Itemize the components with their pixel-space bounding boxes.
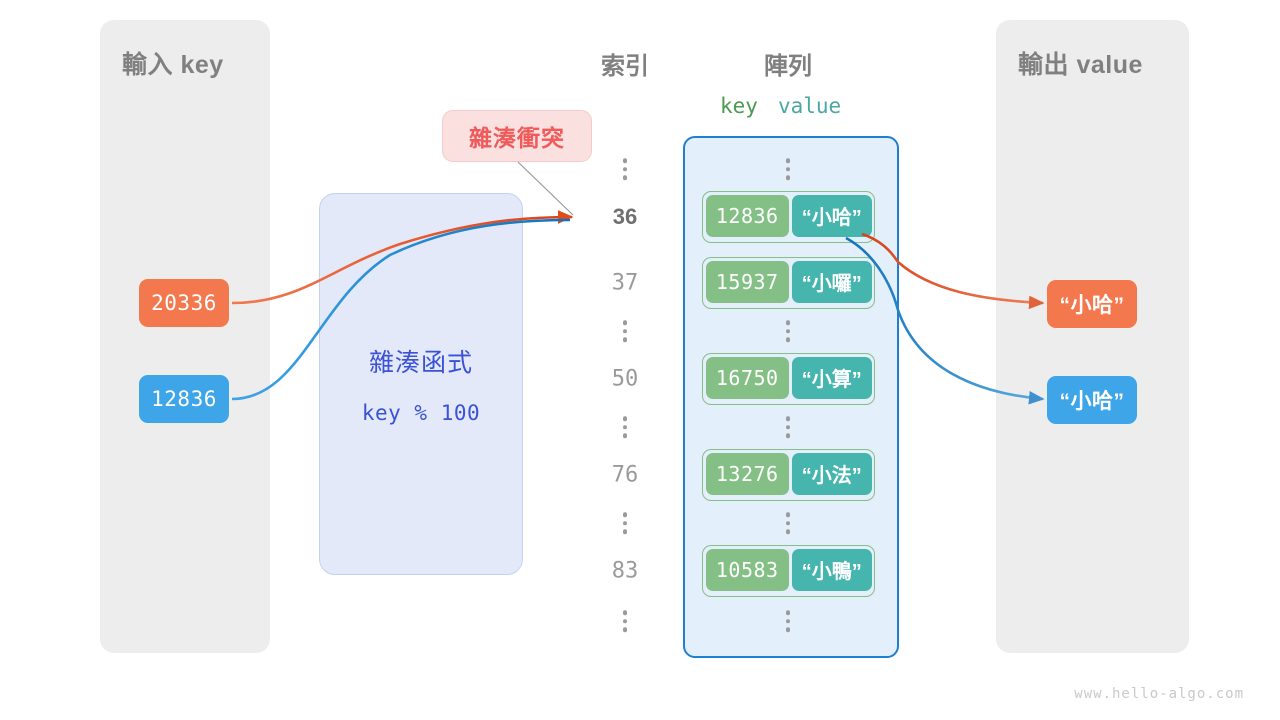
bucket-key-cell: 16750 xyxy=(705,356,789,399)
collision-label: 雜湊衝突 xyxy=(469,125,565,151)
bucket-value-cell: “小算” xyxy=(791,356,872,399)
array-ellipsis xyxy=(753,158,823,180)
array-bucket: 15937“小囉” xyxy=(702,257,875,309)
bucket-value-cell: “小鴨” xyxy=(791,548,872,591)
output-panel-title: 輸出 value xyxy=(1018,51,1143,79)
index-column-heading: 索引 xyxy=(601,53,649,80)
output-panel xyxy=(996,20,1189,653)
index-label-83: 83 xyxy=(611,558,639,584)
bucket-value-cell: “小囉” xyxy=(791,260,872,303)
bucket-key-cell: 10583 xyxy=(705,548,789,591)
array-bucket: 10583“小鴨” xyxy=(702,545,875,597)
key-value-heading: key value xyxy=(720,94,841,118)
index-ellipsis xyxy=(590,512,660,534)
array-bucket: 12836“小哈” xyxy=(702,191,875,243)
value-heading-label: value xyxy=(777,94,842,118)
array-bucket: 16750“小算” xyxy=(702,353,875,405)
array-column-heading: 陣列 xyxy=(764,53,812,80)
output-value-1: “小哈” xyxy=(1047,376,1137,424)
output-value-1-label: “小哈” xyxy=(1059,390,1125,413)
array-ellipsis xyxy=(753,416,823,438)
bucket-key-cell: 13276 xyxy=(705,452,789,495)
watermark: www.hello-algo.com xyxy=(1074,686,1244,702)
index-ellipsis xyxy=(590,416,660,438)
output-value-0-label: “小哈” xyxy=(1059,294,1125,317)
key-heading-label: key xyxy=(720,94,758,118)
index-ellipsis xyxy=(590,610,660,632)
bucket-value-cell: “小哈” xyxy=(791,194,872,237)
bucket-key-cell: 15937 xyxy=(705,260,789,303)
input-key-0: 20336 xyxy=(139,279,229,327)
array-bucket: 13276“小法” xyxy=(702,449,875,501)
array-ellipsis xyxy=(753,320,823,342)
array-ellipsis xyxy=(753,610,823,632)
index-label-76: 76 xyxy=(611,462,639,488)
output-value-0: “小哈” xyxy=(1047,280,1137,328)
collision-callout: 雜湊衝突 xyxy=(442,110,592,162)
input-key-1-label: 12836 xyxy=(151,387,217,411)
index-label-36: 36 xyxy=(612,204,638,229)
input-key-1: 12836 xyxy=(139,375,229,423)
hash-function-title: 雜湊函式 xyxy=(368,349,473,377)
input-panel xyxy=(100,20,270,653)
input-key-0-label: 20336 xyxy=(151,291,217,315)
index-ellipsis xyxy=(590,320,660,342)
index-label-50: 50 xyxy=(611,366,639,392)
array-ellipsis xyxy=(753,512,823,534)
bucket-key-cell: 12836 xyxy=(705,194,789,237)
hash-function-formula: key % 100 xyxy=(361,401,481,425)
collision-leader-line xyxy=(517,161,574,216)
hash-function-box: 雜湊函式 key % 100 xyxy=(319,193,523,575)
index-ellipsis xyxy=(590,158,660,180)
bucket-value-cell: “小法” xyxy=(791,452,872,495)
input-panel-title: 輸入 key xyxy=(122,51,224,79)
index-label-37: 37 xyxy=(611,270,639,296)
